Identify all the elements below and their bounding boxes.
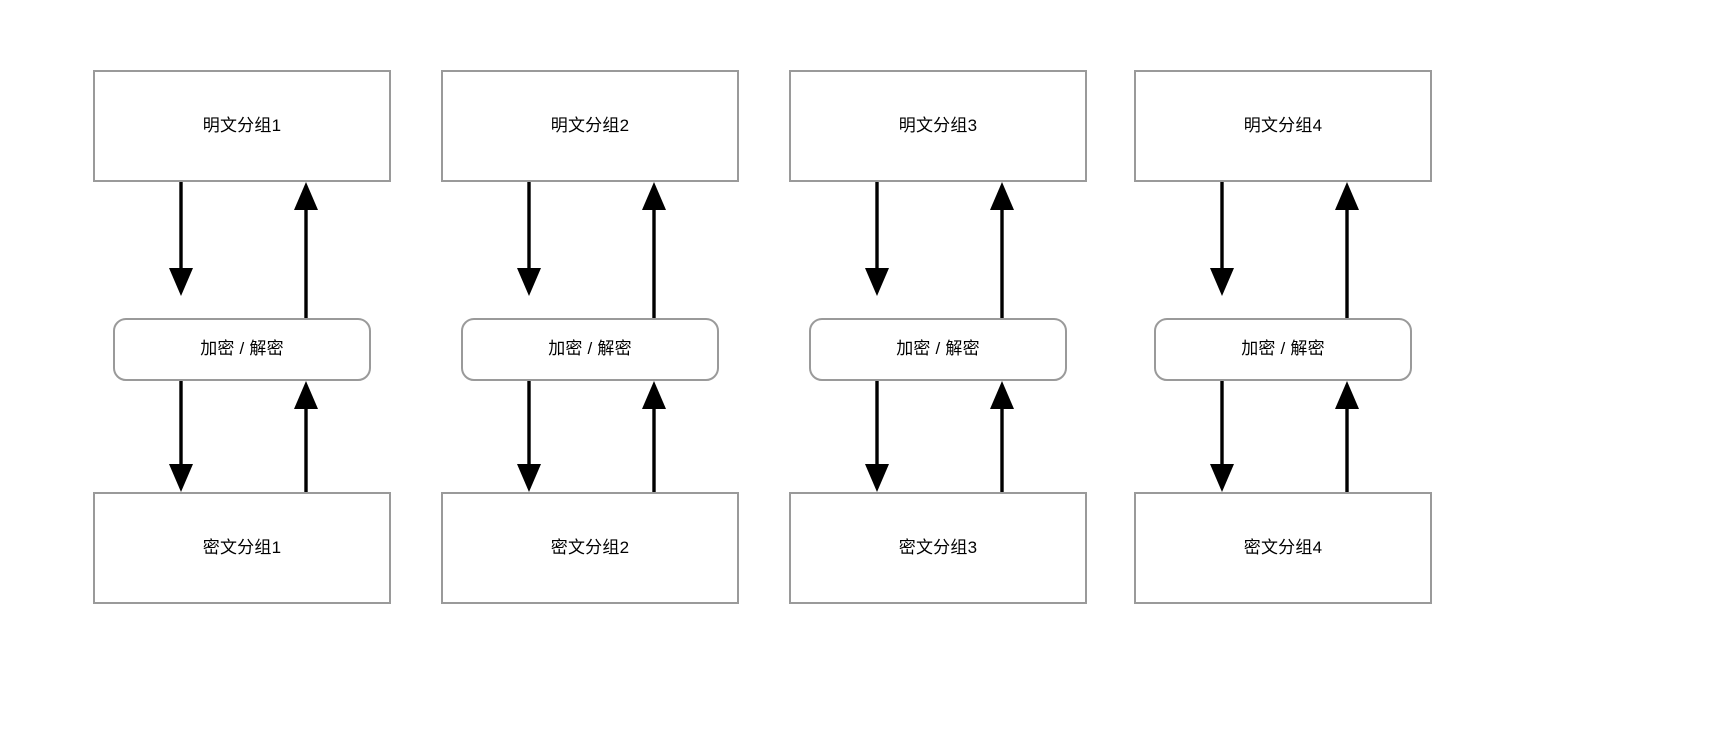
arrow-plain-to-crypt-3 [865, 182, 889, 296]
crypt-block-3[interactable]: 加密 / 解密 [809, 318, 1067, 381]
arrow-crypt-to-cipher-2 [517, 381, 541, 492]
plaintext-block-4[interactable]: 明文分组4 [1134, 70, 1432, 182]
ciphertext-block-2[interactable]: 密文分组2 [441, 492, 739, 604]
ciphertext-block-1[interactable]: 密文分组1 [93, 492, 391, 604]
arrow-cipher-to-crypt-3 [990, 381, 1014, 492]
plaintext-block-4-label: 明文分组4 [1243, 115, 1323, 135]
ciphertext-block-4-label: 密文分组4 [1243, 537, 1323, 557]
plaintext-block-2[interactable]: 明文分组2 [441, 70, 739, 182]
crypt-block-3-label: 加密 / 解密 [896, 339, 980, 359]
plaintext-block-3-label: 明文分组3 [898, 115, 978, 135]
ciphertext-block-1-label: 密文分组1 [202, 537, 282, 557]
arrow-cipher-to-crypt-4 [1335, 381, 1359, 492]
crypt-block-2-label: 加密 / 解密 [548, 339, 632, 359]
ciphertext-block-2-label: 密文分组2 [550, 537, 630, 557]
plaintext-block-3[interactable]: 明文分组3 [789, 70, 1087, 182]
ciphertext-block-3[interactable]: 密文分组3 [789, 492, 1087, 604]
plaintext-block-2-label: 明文分组2 [550, 115, 630, 135]
plaintext-block-1[interactable]: 明文分组1 [93, 70, 391, 182]
arrow-crypt-to-cipher-3 [865, 381, 889, 492]
crypt-block-4-label: 加密 / 解密 [1241, 339, 1325, 359]
arrow-cipher-to-crypt-1 [294, 381, 318, 492]
ciphertext-block-3-label: 密文分组3 [898, 537, 978, 557]
diagram-column-1: 明文分组1 加密 / 解密 密文分组1 [93, 0, 391, 750]
arrow-plain-to-crypt-2 [517, 182, 541, 296]
arrow-plain-to-crypt-4 [1210, 182, 1234, 296]
diagram-column-2: 明文分组2 加密 / 解密 密文分组2 [441, 0, 739, 750]
crypt-block-1-label: 加密 / 解密 [200, 339, 284, 359]
crypt-block-2[interactable]: 加密 / 解密 [461, 318, 719, 381]
crypt-block-4[interactable]: 加密 / 解密 [1154, 318, 1412, 381]
crypt-block-1[interactable]: 加密 / 解密 [113, 318, 371, 381]
arrow-cipher-to-crypt-2 [642, 381, 666, 492]
ciphertext-block-4[interactable]: 密文分组4 [1134, 492, 1432, 604]
diagram-column-3: 明文分组3 加密 / 解密 密文分组3 [789, 0, 1087, 750]
diagram-column-4: 明文分组4 加密 / 解密 密文分组4 [1134, 0, 1432, 750]
arrow-crypt-to-cipher-4 [1210, 381, 1234, 492]
plaintext-block-1-label: 明文分组1 [202, 115, 282, 135]
arrow-plain-to-crypt-1 [169, 182, 193, 296]
arrow-crypt-to-cipher-1 [169, 381, 193, 492]
